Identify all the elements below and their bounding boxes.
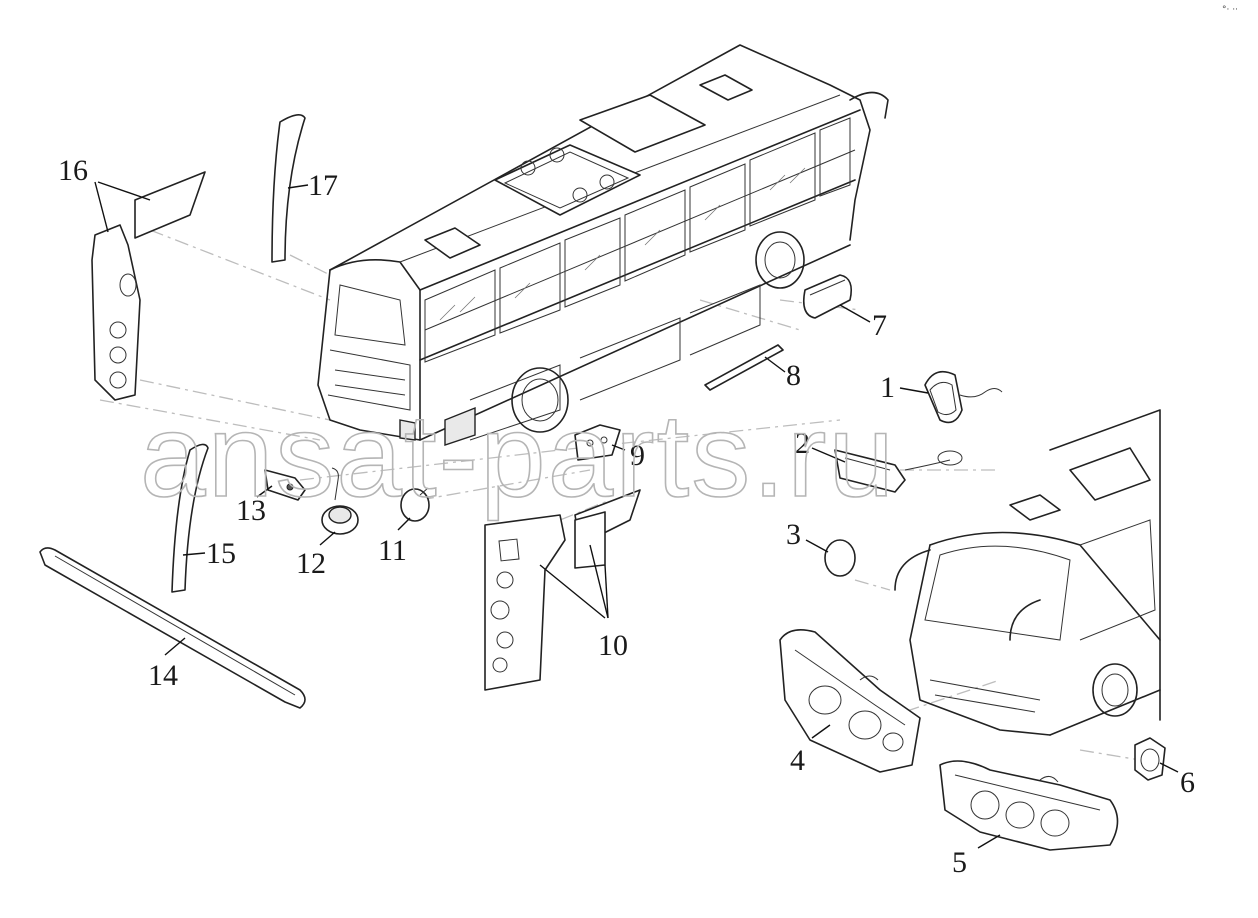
watermark: ansat-parts.ru [140, 390, 896, 522]
callout-labels: 16 17 7 8 1 2 9 3 13 12 11 15 10 14 4 6 … [58, 154, 1195, 879]
part-2-plate-lamp[interactable] [834, 449, 963, 493]
part-16-rear-lamp-bracket[interactable] [91, 171, 206, 401]
bus-front-view [894, 409, 1161, 736]
callout-16: 16 [58, 154, 88, 187]
callout-4: 4 [790, 744, 805, 777]
callout-15: 15 [206, 537, 236, 570]
part-3-round-lamp[interactable] [824, 539, 856, 577]
callout-3: 3 [786, 518, 801, 551]
callout-1: 1 [880, 371, 895, 404]
part-7-marker-lamp[interactable] [802, 274, 853, 319]
bus-rear-view [317, 44, 889, 446]
callout-13: 13 [236, 494, 266, 527]
callout-7: 7 [872, 309, 887, 342]
callout-5: 5 [952, 846, 967, 879]
part-1-side-lamp[interactable] [924, 370, 1003, 424]
part-15-corner-strip[interactable] [171, 443, 209, 593]
callout-8: 8 [786, 359, 801, 392]
callout-2: 2 [795, 427, 810, 460]
leader-lines [94, 181, 1179, 849]
part-8-reflector-strip[interactable] [704, 344, 784, 391]
part-10-rear-lamp-assembly[interactable] [484, 489, 641, 691]
part-6-side-repeater[interactable] [1134, 737, 1166, 781]
part-13-lamp[interactable] [264, 469, 306, 501]
callout-12: 12 [296, 547, 326, 580]
part-9-small-lamp[interactable] [574, 424, 621, 461]
callout-9: 9 [630, 439, 645, 472]
callout-17: 17 [308, 169, 338, 202]
part-14-bumper-strip[interactable] [39, 547, 306, 709]
callout-6: 6 [1180, 766, 1195, 799]
part-12-horn[interactable] [321, 467, 359, 535]
callout-14: 14 [148, 659, 178, 692]
part-11-reflector[interactable] [400, 487, 430, 522]
corner-mark: °· ·· [1222, 5, 1238, 15]
callout-10: 10 [598, 629, 628, 662]
callout-11: 11 [378, 534, 407, 567]
part-5-headlamp-right[interactable] [939, 760, 1119, 851]
